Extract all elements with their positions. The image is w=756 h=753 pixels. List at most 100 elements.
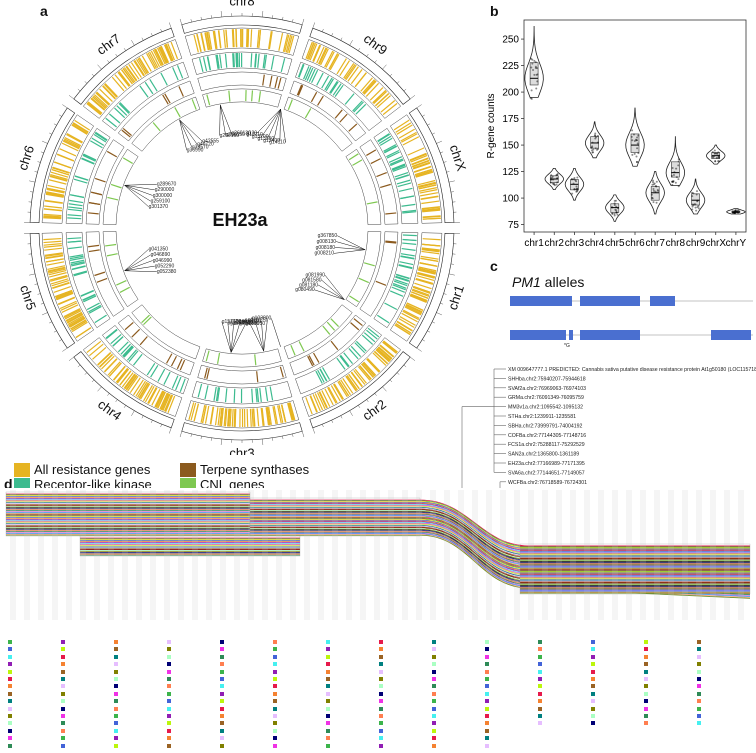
gene-label-line	[280, 109, 286, 143]
gene-mark	[383, 144, 397, 152]
gene-mark	[297, 85, 304, 96]
gene-mark	[378, 346, 393, 360]
legend-entry-swatch	[432, 647, 436, 652]
gene-mark	[422, 209, 441, 213]
data-point	[615, 211, 618, 214]
gene-label-line	[219, 104, 221, 136]
gene-mark	[358, 365, 372, 380]
violin-chrY: chrY	[726, 208, 747, 249]
legend-entry	[485, 714, 491, 718]
x-tick-label: chr6	[625, 238, 645, 249]
legend-entry	[538, 706, 544, 711]
legend-entry-swatch	[326, 714, 330, 718]
gene-mark	[165, 43, 174, 62]
legend-entry-swatch	[538, 647, 542, 652]
gene-mark	[165, 394, 174, 413]
gene-label: g260130	[231, 131, 251, 137]
gene-label: g42555	[202, 139, 219, 145]
gene-mark	[157, 368, 166, 382]
gene-mark	[129, 377, 141, 393]
legend-entry-swatch	[697, 721, 701, 726]
legend-entry	[591, 654, 597, 659]
data-point	[590, 149, 593, 152]
legend-entry	[273, 736, 279, 741]
gene-mark	[353, 318, 363, 327]
legend-entry-swatch	[220, 736, 224, 741]
gene-mark	[256, 388, 260, 403]
gene-label: g081580	[302, 277, 322, 283]
tick-mark	[403, 88, 407, 92]
gene-mark	[64, 310, 82, 320]
data-point	[717, 151, 720, 154]
y-tick-label: 100	[502, 194, 519, 205]
legend-entry	[167, 691, 173, 696]
gene-mark	[176, 65, 184, 79]
tick-mark	[432, 132, 435, 135]
gene-mark	[340, 354, 350, 367]
legend-entry	[432, 647, 438, 652]
data-point	[651, 183, 654, 186]
legend-entry-swatch	[644, 706, 648, 711]
gene-mark	[143, 316, 152, 326]
tick-mark	[443, 293, 447, 295]
violin-chr9: chr9	[686, 178, 706, 249]
legend-entry	[644, 662, 650, 667]
tick-mark	[410, 356, 416, 361]
data-point	[714, 160, 717, 163]
gene-mark	[69, 255, 84, 260]
gene-mark	[417, 179, 436, 186]
gene-label-line	[249, 323, 264, 352]
y-axis-label: R-gene counts	[486, 93, 497, 158]
node-column	[612, 490, 618, 620]
data-point	[714, 160, 717, 163]
gene-mark	[121, 69, 133, 85]
gene-mark	[232, 53, 235, 68]
gene-mark	[310, 91, 318, 103]
data-point	[613, 214, 616, 217]
panel-d-legend	[0, 638, 756, 753]
legend-entry-swatch	[432, 721, 436, 726]
tick-mark	[389, 379, 393, 383]
legend-entry-swatch	[114, 736, 118, 741]
gene-mark	[67, 240, 82, 243]
chromosome-chr2: chr2	[283, 304, 416, 434]
data-point	[655, 201, 658, 204]
gene-mark	[88, 202, 101, 206]
gene-label-line	[179, 119, 198, 145]
gene-mark	[216, 54, 220, 69]
legend-entry	[644, 684, 650, 689]
gene-mark	[147, 387, 158, 404]
gene-label: g40720	[197, 142, 214, 148]
gene-mark	[92, 96, 107, 110]
gene-mark	[48, 179, 67, 185]
legend-entry	[114, 654, 120, 659]
gene-mark	[385, 241, 397, 244]
track-outline	[131, 304, 201, 360]
legend-entry	[538, 684, 544, 689]
legend-entry-swatch	[485, 743, 489, 748]
tick-mark	[40, 302, 44, 305]
gene-label: g229100	[242, 318, 262, 324]
gene-mark	[411, 289, 430, 297]
legend-entry-swatch	[273, 669, 277, 674]
gene-mark	[48, 272, 67, 278]
tick-mark	[436, 140, 442, 144]
gene-mark	[223, 408, 227, 427]
gene-mark	[268, 31, 273, 50]
box	[671, 161, 680, 178]
gene-mark	[312, 352, 320, 363]
legend-entry	[326, 706, 332, 711]
data-point	[615, 205, 618, 208]
x-tick-label: chr4	[585, 238, 605, 249]
gene-mark	[49, 274, 68, 281]
tick-mark	[107, 60, 110, 63]
gene-mark	[152, 122, 161, 132]
gene-mark	[261, 407, 265, 426]
legend-entry	[379, 728, 385, 733]
legend-entry	[220, 684, 226, 689]
gene-mark	[139, 336, 148, 346]
gene-label-line	[124, 185, 149, 207]
gene-mark	[137, 58, 148, 75]
